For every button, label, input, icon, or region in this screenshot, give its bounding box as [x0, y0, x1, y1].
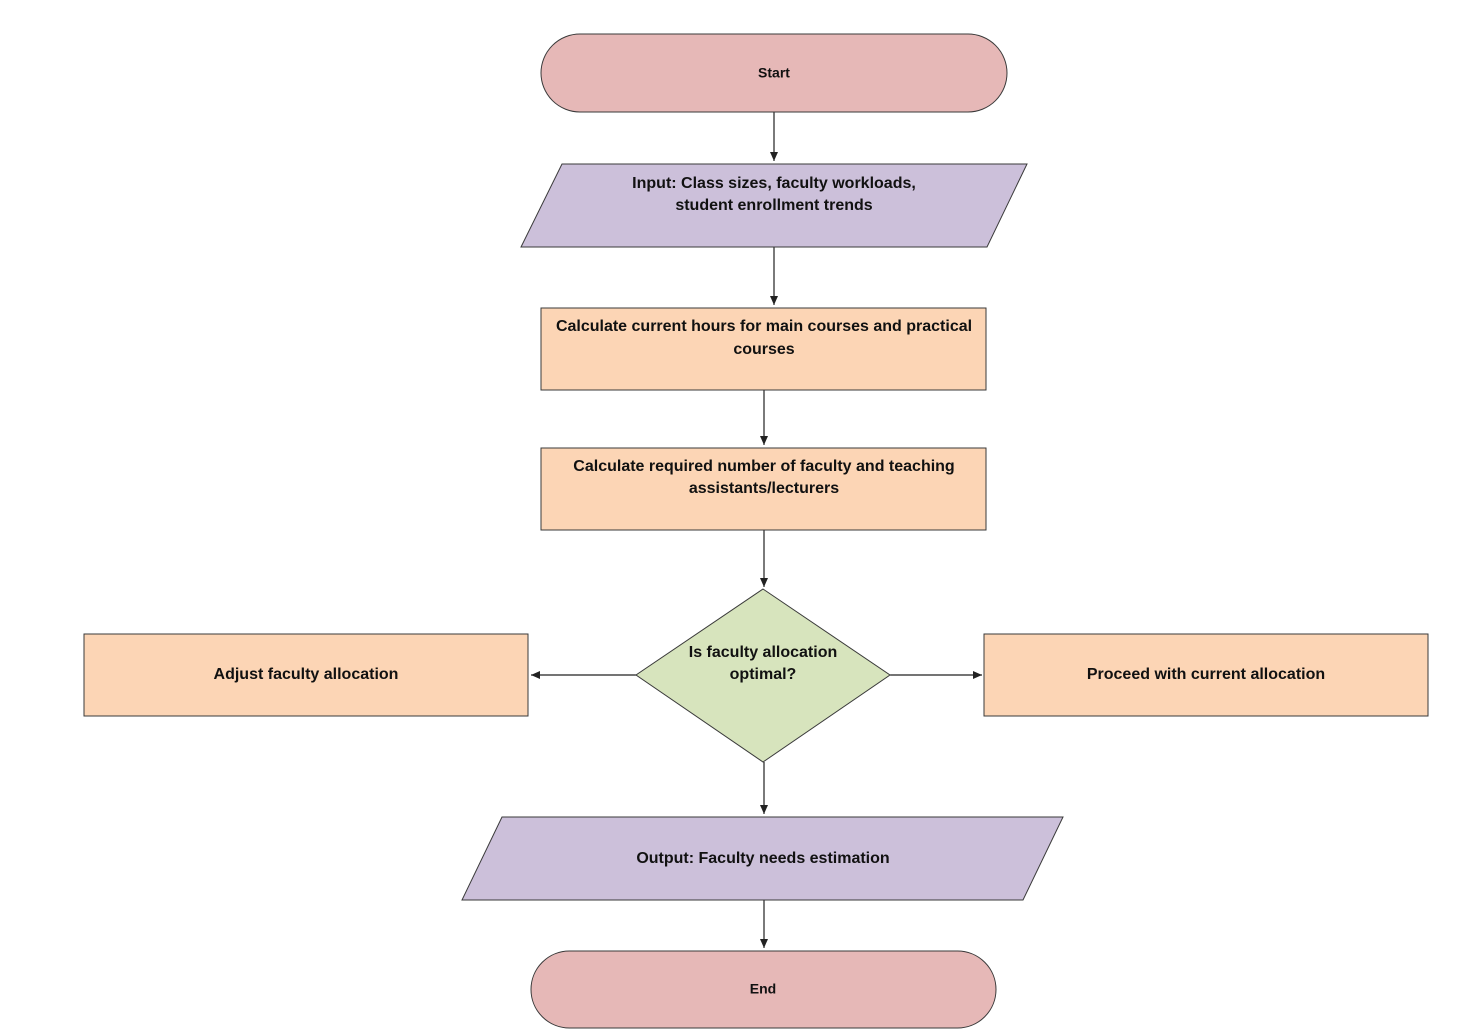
calc-required-shape: [540, 447, 987, 531]
end-terminal: End: [530, 950, 997, 1029]
output-label: Output: Faculty needs estimation: [636, 850, 889, 867]
calc-required-label-line-2: assistants/lecturers: [689, 480, 839, 497]
calc-required-label-line-1: Calculate required number of faculty and…: [573, 458, 954, 475]
input-node: Input: Class sizes, faculty workloads, s…: [520, 163, 1028, 248]
end-label: End: [750, 981, 776, 997]
proceed-process: Proceed with current allocation: [983, 633, 1429, 717]
decision-label-line-1: Is faculty allocation: [689, 644, 837, 661]
decision-label-line-2: optimal?: [730, 666, 797, 683]
adjust-label: Adjust faculty allocation: [214, 666, 399, 683]
input-label-line-1: Input: Class sizes, faculty workloads,: [632, 175, 916, 192]
input-label-line-2: student enrollment trends: [675, 197, 872, 214]
adjust-shape: [83, 633, 529, 717]
start-terminal: Start: [540, 33, 1008, 113]
calc-required-process: Calculate required number of faculty and…: [540, 447, 987, 531]
decision-shape: [635, 588, 891, 763]
decision-node: Is faculty allocation optimal?: [635, 588, 891, 763]
adjust-process: Adjust faculty allocation: [83, 633, 529, 717]
proceed-label: Proceed with current allocation: [1087, 666, 1325, 683]
input-node-shape: [520, 163, 1028, 248]
start-terminal-shape: [540, 33, 1008, 113]
calc-hours-shape: [540, 307, 987, 391]
end-terminal-shape: [530, 950, 997, 1029]
proceed-shape: [983, 633, 1429, 717]
calc-hours-process: Calculate current hours for main courses…: [540, 307, 987, 391]
output-node: Output: Faculty needs estimation: [461, 816, 1064, 901]
start-label: Start: [758, 65, 790, 81]
output-shape: [461, 816, 1064, 901]
calc-hours-label-line-1: Calculate current hours for main courses…: [556, 318, 972, 335]
calc-hours-label-line-2: courses: [733, 341, 794, 358]
